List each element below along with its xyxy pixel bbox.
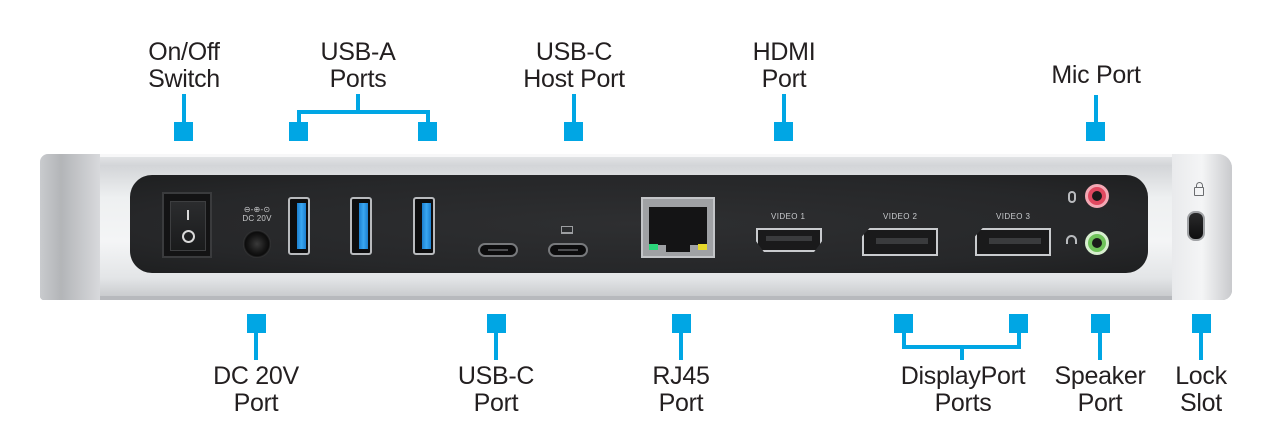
- callout-label-usb-c-port: USB-C Port: [457, 362, 535, 417]
- callout-line: [1098, 330, 1102, 360]
- power-switch[interactable]: [162, 192, 212, 258]
- callout-marker-rj45: [672, 314, 691, 333]
- usb-a-insert: [297, 203, 306, 249]
- rear-port-panel: [130, 175, 1148, 273]
- hdmi-port[interactable]: [756, 228, 822, 252]
- headphone-icon: [1066, 235, 1077, 244]
- callout-marker-speaker: [1091, 314, 1110, 333]
- callout-line: [182, 94, 186, 126]
- jack-hole: [1092, 191, 1102, 201]
- callout-marker-displayport-left: [894, 314, 913, 333]
- power-on-glyph: [187, 210, 189, 220]
- callout-label-usb-a-ports: USB-A Ports: [320, 38, 396, 93]
- hdmi-contacts: [766, 236, 812, 241]
- usb-c-tongue: [488, 249, 508, 251]
- callout-line: [1199, 330, 1203, 360]
- lock-icon: [1194, 182, 1204, 196]
- dc-label: DC 20V: [242, 214, 272, 223]
- callout-marker-usb-a-left: [289, 122, 308, 141]
- callout-marker-usb-c-host: [564, 122, 583, 141]
- mic-jack[interactable]: [1085, 184, 1109, 208]
- usb-a-insert: [359, 203, 368, 249]
- callout-line: [679, 330, 683, 360]
- callout-marker-dc-20v: [247, 314, 266, 333]
- callout-line: [902, 330, 906, 348]
- callout-marker-displayport-right: [1009, 314, 1028, 333]
- video3-label: VIDEO 3: [996, 212, 1031, 221]
- callout-label-speaker-port: Speaker Port: [1054, 362, 1146, 417]
- laptop-host-icon: [561, 226, 573, 234]
- rj45-link-led: [649, 244, 658, 250]
- callout-line: [960, 345, 964, 360]
- callout-line: [297, 110, 301, 124]
- callout-marker-on-off-switch: [174, 122, 193, 141]
- kensington-lock-slot[interactable]: [1187, 211, 1205, 241]
- callout-label-on-off-switch: On/Off Switch: [148, 38, 220, 93]
- callout-marker-hdmi: [774, 122, 793, 141]
- usb-c-tongue: [558, 249, 578, 251]
- usb-a-insert: [422, 203, 431, 249]
- video1-label: VIDEO 1: [771, 212, 806, 221]
- callout-label-lock-slot: Lock Slot: [1175, 362, 1227, 417]
- jack-hole: [1092, 238, 1102, 248]
- callout-line: [1017, 330, 1021, 348]
- power-switch-rocker: [170, 201, 206, 251]
- callout-marker-lock-slot: [1192, 314, 1211, 333]
- callout-label-dc-20v-port: DC 20V Port: [213, 362, 299, 417]
- callout-line: [426, 110, 430, 124]
- dp-contacts: [876, 238, 928, 244]
- power-off-glyph: [182, 230, 195, 243]
- callout-marker-usb-c: [487, 314, 506, 333]
- callout-line: [356, 94, 360, 112]
- callout-bracket: [297, 110, 430, 114]
- callout-marker-mic: [1086, 122, 1105, 141]
- callout-marker-usb-a-right: [418, 122, 437, 141]
- rj45-activity-led: [698, 244, 707, 250]
- usb-a-port-1[interactable]: [288, 197, 310, 255]
- usb-c-port[interactable]: [478, 243, 518, 257]
- callout-label-mic-port: Mic Port: [1051, 61, 1141, 89]
- dp-contacts: [989, 238, 1041, 244]
- callout-line: [1094, 95, 1098, 126]
- callout-label-displayport-ports: DisplayPort Ports: [900, 362, 1026, 417]
- microphone-icon: [1068, 191, 1076, 203]
- speaker-jack[interactable]: [1085, 231, 1109, 255]
- rj45-socket: [649, 207, 707, 245]
- callout-line: [254, 330, 258, 360]
- callout-label-rj45-port: RJ45 Port: [652, 362, 710, 417]
- callout-line: [782, 94, 786, 126]
- callout-line: [572, 94, 576, 126]
- device-left-cap: [40, 154, 100, 300]
- usb-c-host-port[interactable]: [548, 243, 588, 257]
- rj45-port[interactable]: [641, 197, 715, 258]
- usb-a-port-3[interactable]: [413, 197, 435, 255]
- displayport-port-2[interactable]: [975, 228, 1051, 256]
- dc-polarity-icon: ⊖-⊕-⊙: [243, 205, 271, 214]
- callout-line: [494, 330, 498, 360]
- callout-label-hdmi-port: HDMI Port: [752, 38, 816, 93]
- dc-20v-port[interactable]: [243, 230, 271, 258]
- callout-label-usb-c-host-port: USB-C Host Port: [523, 38, 625, 93]
- displayport-port-1[interactable]: [862, 228, 938, 256]
- video2-label: VIDEO 2: [883, 212, 918, 221]
- usb-a-port-2[interactable]: [350, 197, 372, 255]
- rj45-tab: [666, 243, 690, 252]
